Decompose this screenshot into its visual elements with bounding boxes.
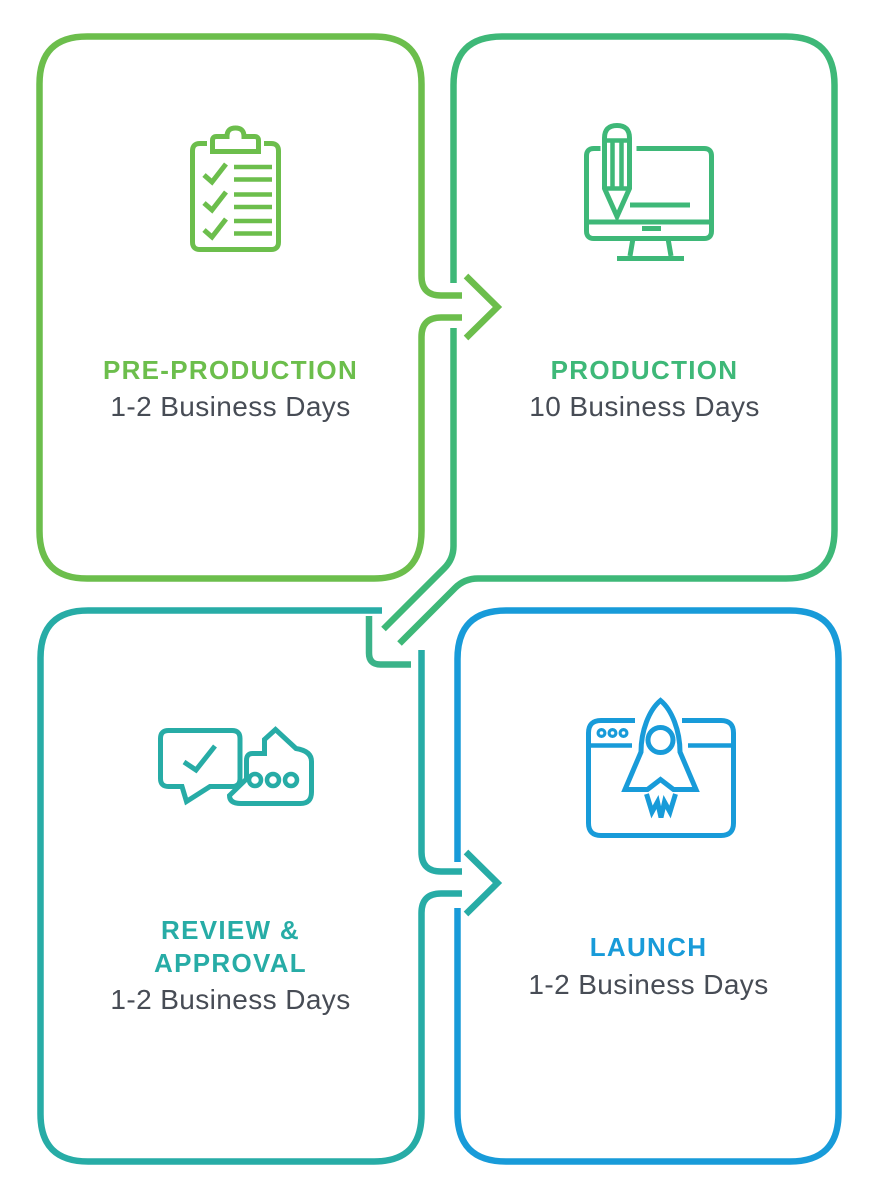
step-title: PRODUCTION — [550, 355, 739, 385]
clipboard-checklist-icon — [190, 125, 281, 252]
browser-dot-icon — [618, 727, 629, 738]
dot-icon — [246, 771, 264, 789]
chevron-right-icon — [463, 273, 503, 341]
production-border-left-lower — [381, 328, 457, 632]
review-border-main — [37, 607, 462, 1165]
dot-icon — [264, 771, 282, 789]
card-production: PRODUCTION 10 Business Days — [450, 33, 839, 581]
card-pre-production: PRE-PRODUCTION 1-2 Business Days — [36, 33, 425, 581]
browser-dot-icon — [607, 727, 618, 738]
pre-production-border — [36, 33, 462, 582]
review-border-right-upper — [418, 650, 462, 875]
checkmark-icon — [202, 217, 228, 241]
clipboard-clip — [210, 125, 261, 154]
step-title: REVIEW & APPROVAL — [154, 915, 307, 978]
production-border-main — [397, 33, 838, 646]
step-duration: 1-2 Business Days — [110, 391, 351, 422]
monitor-frame — [584, 146, 714, 241]
connector-arrow-1-to-2 — [463, 273, 503, 341]
clipboard-board — [190, 141, 281, 252]
card-review-approval: REVIEW & APPROVAL 1-2 Business Days — [36, 607, 425, 1165]
checkmark-icon — [202, 190, 228, 214]
step-duration: 10 Business Days — [529, 391, 760, 422]
launch-border — [454, 607, 842, 1165]
card-outline-pre-production — [36, 33, 462, 582]
step-duration: 1-2 Business Days — [528, 969, 769, 1000]
browser-dot-icon — [596, 727, 607, 738]
browser-window — [586, 718, 736, 838]
card-outline-launch — [454, 607, 842, 1165]
step-duration: 1-2 Business Days — [110, 984, 351, 1015]
dot-icon — [282, 771, 300, 789]
rocket-flame — [644, 793, 678, 819]
chat-approval-icon — [158, 726, 314, 806]
rocket-body — [621, 697, 700, 792]
rocket-window — [645, 725, 676, 755]
step-title: LAUNCH — [589, 932, 708, 962]
pencil-body — [602, 122, 632, 223]
speech-bubble-dots — [226, 726, 314, 806]
monitor-pencil-icon — [584, 122, 714, 261]
card-outline-production — [381, 33, 838, 646]
chevron-right-icon — [463, 849, 503, 917]
connector-arrow-2-to-3 — [365, 616, 411, 668]
arrowhead-down-left-icon — [365, 616, 411, 668]
step-title: PRE-PRODUCTION — [102, 355, 359, 385]
speech-bubble-check — [158, 728, 243, 806]
card-outline-review-approval — [37, 607, 462, 1165]
checkmark-icon — [202, 162, 228, 186]
connector-arrow-3-to-4 — [463, 849, 503, 917]
monitor-stand — [617, 238, 684, 261]
card-launch: LAUNCH 1-2 Business Days — [454, 607, 843, 1165]
checkmark-icon — [182, 744, 217, 774]
rocket-browser-icon — [586, 697, 736, 838]
